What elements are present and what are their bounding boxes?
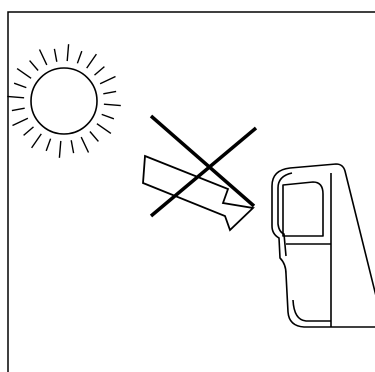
sun-ray [76, 50, 83, 64]
x-stroke-up [149, 126, 258, 218]
sun-ray [80, 136, 90, 153]
sun-ray [99, 75, 116, 85]
sun-ray [66, 44, 70, 62]
device-inner-edge [277, 172, 293, 257]
sun-ray [96, 123, 112, 134]
sun-ray [103, 103, 121, 107]
x-stroke-down [149, 114, 256, 208]
sun-ray [94, 66, 105, 76]
sunlight-arrow-icon [142, 154, 255, 232]
sun-icon [7, 44, 121, 158]
sun-ray [13, 82, 27, 89]
device-body [271, 163, 375, 328]
sun-ray [70, 140, 75, 154]
sun-ray [7, 95, 25, 99]
sun-ray [29, 60, 39, 71]
device-icon [271, 163, 375, 328]
sun-ray [45, 138, 52, 152]
sun-ray [101, 113, 115, 120]
sun-disc [30, 67, 98, 135]
device-bottom-inner [292, 299, 331, 322]
sun-ray [58, 140, 62, 158]
sun-ray [89, 131, 99, 142]
sun-ray [53, 48, 58, 62]
sun-ray [86, 53, 97, 69]
sun-ray [103, 90, 117, 95]
sun-ray [12, 117, 29, 127]
sun-ray [23, 126, 34, 136]
illustration-frame [7, 11, 375, 372]
sun-ray [16, 68, 32, 79]
prohibition-x-icon [149, 114, 258, 218]
sun-rays [7, 44, 121, 158]
sun-ray [11, 107, 25, 112]
sun-ray [31, 133, 42, 149]
device-window [282, 181, 324, 237]
sun-ray [38, 49, 48, 66]
